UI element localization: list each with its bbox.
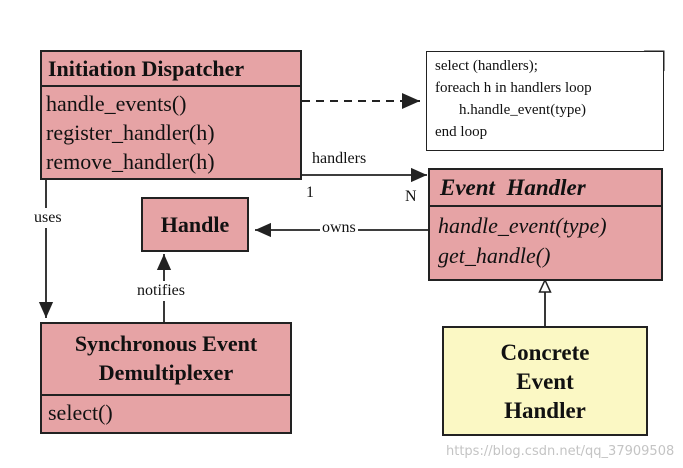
- method-register-handler: register_handler(h): [46, 120, 215, 145]
- initiation-dispatcher-class: Initiation Dispatcher handle_events() re…: [40, 50, 302, 180]
- note-line-3: h.handle_event(type): [459, 102, 587, 118]
- label-uses: uses: [32, 208, 64, 228]
- handle-title: Handle: [160, 212, 230, 237]
- concrete-title-line-1: Concrete: [500, 340, 590, 365]
- pseudocode-note: select (handlers); foreach h in handlers…: [426, 51, 664, 151]
- demultiplexer-title-line-2: Demultiplexer: [98, 360, 234, 385]
- concrete-title-line-3: Handler: [504, 398, 586, 423]
- event-handler-class: Event Handler handle_event(type) get_han…: [428, 168, 663, 281]
- inheritance-arrowhead: [538, 278, 552, 293]
- watermark-text: https://blog.csdn.net/qq_37909508: [446, 444, 675, 459]
- initiation-dispatcher-title: Initiation Dispatcher: [42, 52, 300, 87]
- concrete-event-handler-title: Concrete Event Handler: [444, 328, 646, 425]
- note-line-2: foreach h in handlers loop: [435, 80, 592, 96]
- event-handler-title: Event Handler: [430, 170, 661, 207]
- label-multiplicity-many: N: [405, 188, 417, 205]
- concrete-event-handler-class: Concrete Event Handler: [442, 326, 648, 436]
- method-select: select(): [48, 400, 113, 425]
- label-handlers: handlers: [312, 150, 367, 167]
- demultiplexer-title: Synchronous Event Demultiplexer: [42, 324, 290, 396]
- method-handle-events: handle_events(): [46, 91, 187, 116]
- synchronous-event-demultiplexer-class: Synchronous Event Demultiplexer select(): [40, 322, 292, 434]
- concrete-title-line-2: Event: [516, 369, 574, 394]
- note-line-4: end loop: [435, 124, 488, 140]
- label-notifies: notifies: [135, 281, 187, 301]
- handle-class: Handle: [141, 197, 249, 252]
- note-line-1: select (handlers);: [435, 58, 538, 74]
- method-remove-handler: remove_handler(h): [46, 149, 215, 174]
- method-handle-event: handle_event(type): [438, 213, 607, 238]
- demultiplexer-title-line-1: Synchronous Event: [74, 331, 258, 356]
- label-owns: owns: [320, 218, 358, 238]
- label-multiplicity-one: 1: [306, 184, 314, 201]
- method-get-handle: get_handle(): [438, 243, 551, 268]
